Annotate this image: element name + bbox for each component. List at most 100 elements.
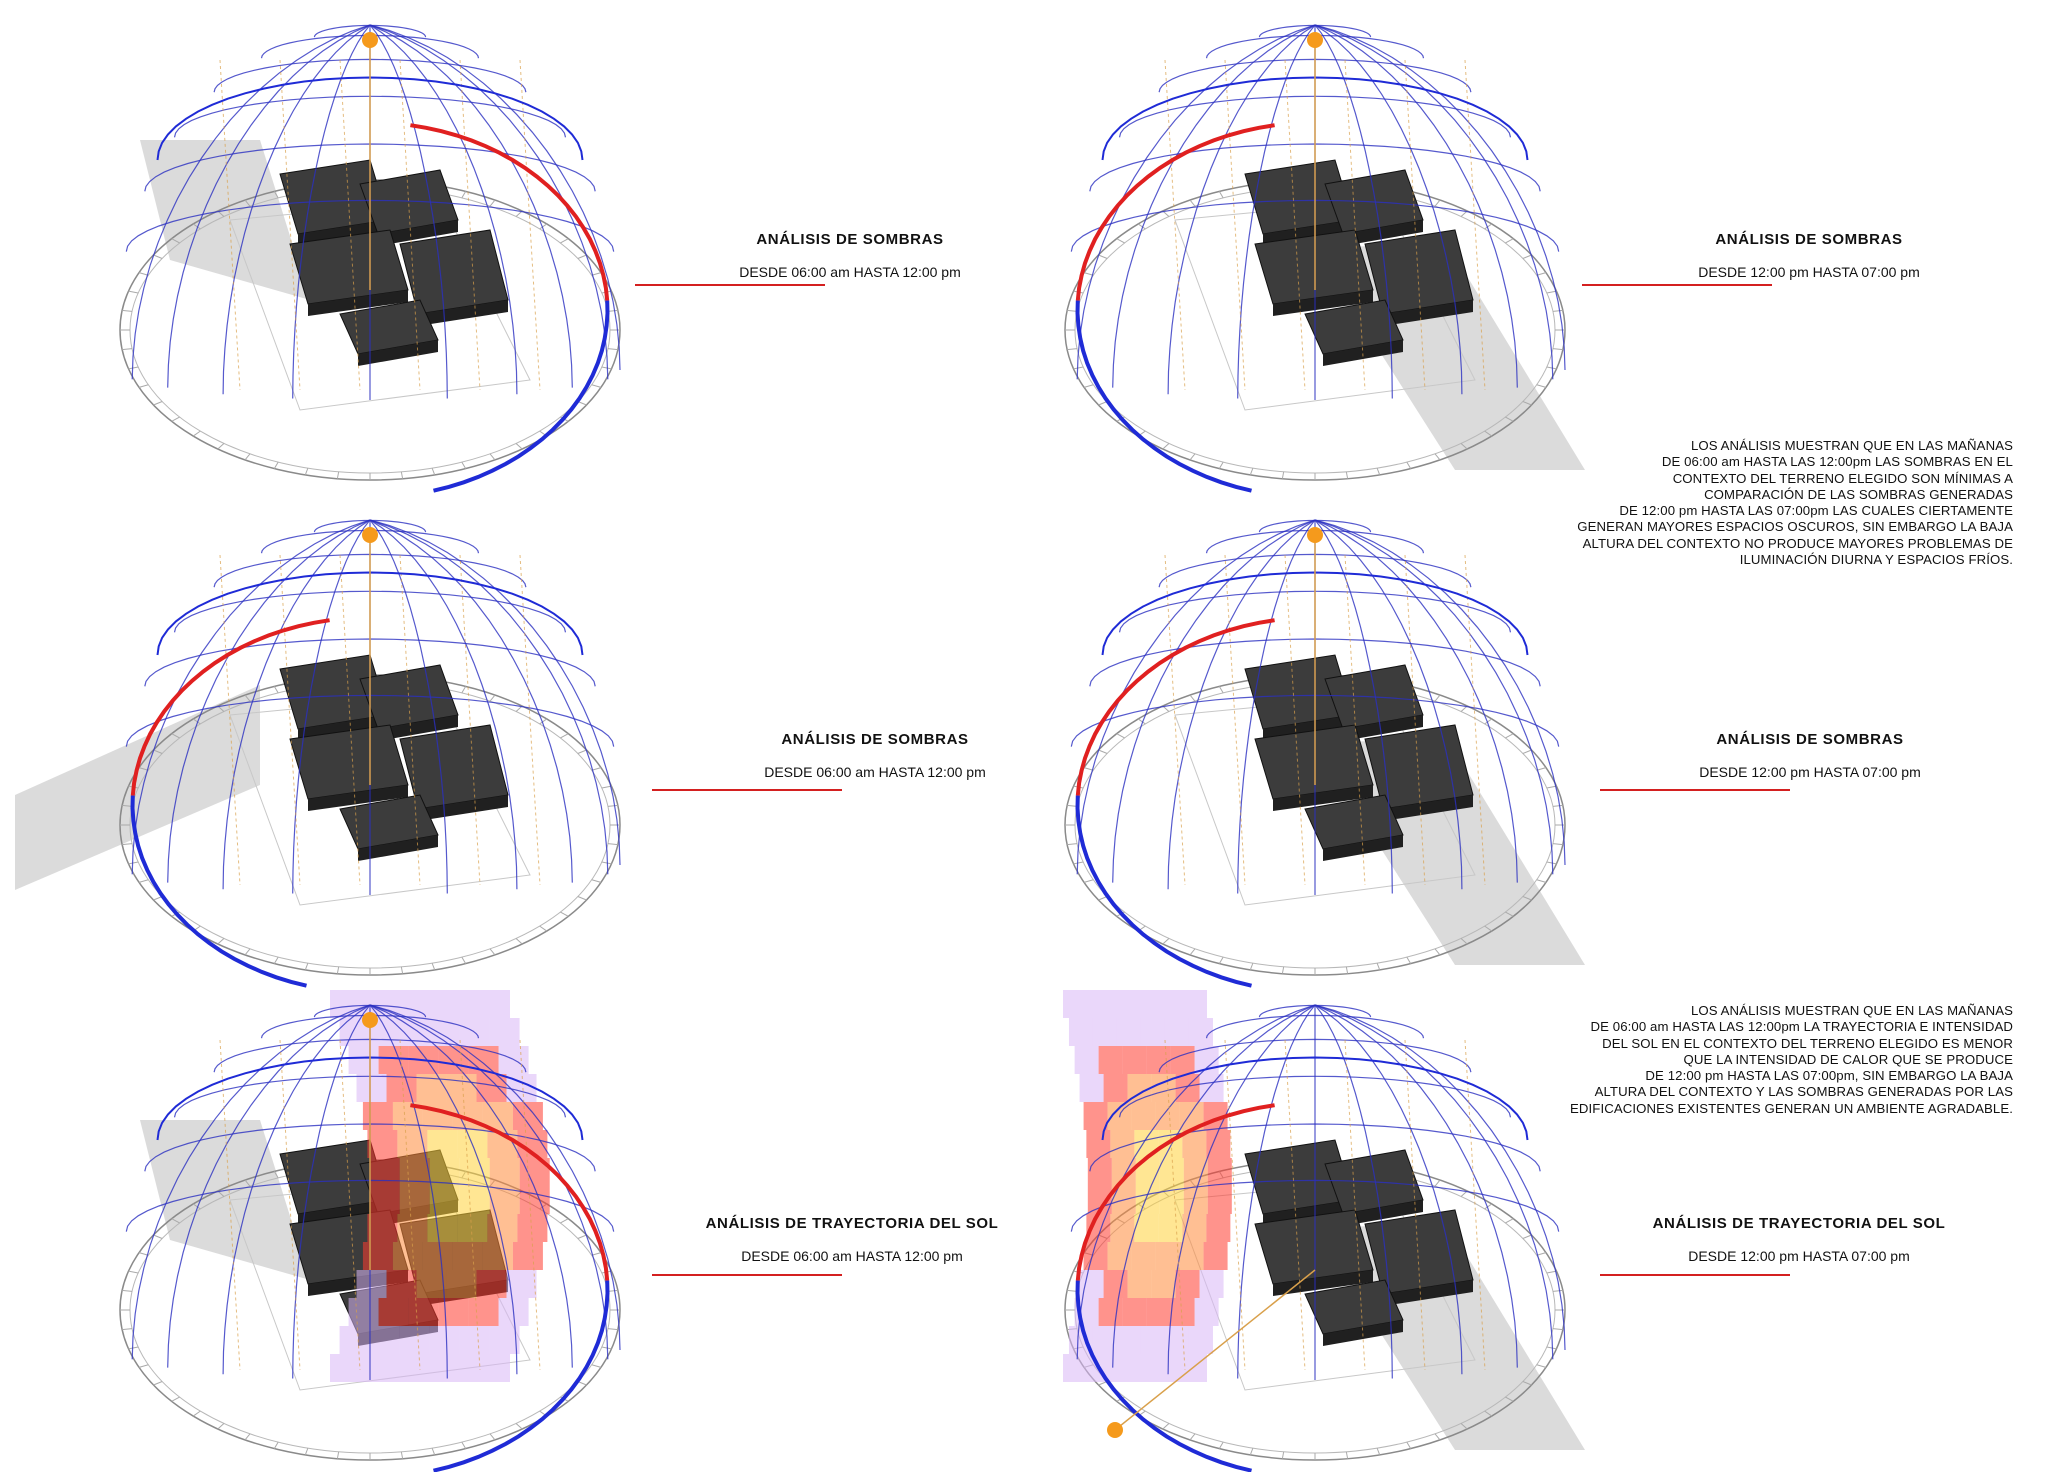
- building-side: [358, 835, 438, 861]
- building-block: [399, 724, 509, 821]
- building-side: [1383, 795, 1473, 821]
- ground-tick: [1067, 309, 1078, 312]
- ground-tick: [244, 199, 251, 207]
- ground-tick: [171, 733, 180, 739]
- ground-tick: [1218, 686, 1224, 694]
- ground-tick: [1345, 966, 1349, 974]
- building-side: [1273, 785, 1373, 811]
- radiation-cell: [360, 990, 390, 1018]
- dome-meridian: [369, 1004, 621, 1351]
- dome-meridian: [1314, 1004, 1463, 1375]
- dome-meridian: [1076, 24, 1316, 380]
- dome-meridian: [1112, 24, 1316, 388]
- building-block: [399, 229, 509, 326]
- sun-hour-line: [519, 59, 541, 391]
- building-side: [358, 340, 438, 366]
- radiation-cell: [1206, 1130, 1231, 1158]
- ground-tick: [1067, 843, 1078, 846]
- radiation-cell: [1159, 1354, 1183, 1382]
- building-side: [308, 290, 408, 316]
- ground-tick: [1067, 348, 1078, 351]
- ground-tick: [400, 471, 404, 479]
- ground-tick: [244, 1433, 251, 1441]
- dome-parallel: [1258, 24, 1372, 38]
- shadow-area: [140, 140, 310, 300]
- radiation-cell: [1151, 1270, 1176, 1298]
- sun-hour-line: [519, 1039, 541, 1371]
- dome-meridian: [167, 519, 371, 883]
- radiation-cell: [356, 1074, 387, 1102]
- radiation-cell: [468, 1298, 499, 1326]
- ground-tick: [128, 861, 139, 865]
- ground-tick: [153, 896, 163, 901]
- ground-tick: [1098, 896, 1108, 901]
- dome-meridian: [369, 24, 518, 395]
- sun-path-top: [1101, 1056, 1529, 1141]
- note-line: GENERAN MAYORES ESPACIOS OSCUROS, SIN EM…: [1577, 519, 2013, 535]
- dome-meridian: [222, 24, 371, 395]
- ground-tick: [539, 223, 548, 230]
- ground-tick: [560, 733, 569, 739]
- ground-tick: [591, 272, 602, 276]
- ground-tick: [431, 467, 436, 476]
- radiation-cell: [427, 1214, 458, 1242]
- ground-tick: [138, 767, 149, 771]
- radiation-cell: [422, 1242, 453, 1270]
- ground-tick: [1281, 471, 1285, 479]
- sun-hour-line: [399, 59, 421, 391]
- radiation-cell: [512, 1242, 543, 1270]
- ground-tick: [400, 966, 404, 974]
- sun-diagram-5: [110, 980, 670, 1472]
- panel-title: ANÁLISIS DE SOMBRAS: [756, 231, 944, 248]
- ground-tick: [601, 785, 612, 789]
- sun-hour-line: [219, 554, 241, 886]
- ground-tick: [1376, 962, 1381, 971]
- ground-tick: [1406, 1441, 1412, 1449]
- ground-tick: [1162, 1423, 1170, 1430]
- panel-title: ANÁLISIS DE SOMBRAS: [1716, 731, 1904, 748]
- ground-tick: [192, 1410, 201, 1417]
- sun-hour-line: [1224, 1039, 1246, 1371]
- ground-tick: [577, 401, 587, 406]
- radiation-cell: [1122, 1046, 1147, 1074]
- dome-meridian: [1237, 1004, 1316, 1379]
- dome-meridian: [1314, 519, 1566, 866]
- accent-line: [635, 284, 825, 286]
- radiation-cell: [1207, 1158, 1232, 1186]
- radiation-cell: [1183, 990, 1207, 1018]
- ground-tick: [577, 896, 587, 901]
- dome-meridian: [1112, 1004, 1316, 1368]
- dome-meridian: [1314, 1004, 1554, 1360]
- sun-icon: [1307, 32, 1323, 48]
- radiation-cell: [397, 1214, 428, 1242]
- ground-tick: [1116, 733, 1125, 739]
- ground-tick: [591, 879, 602, 883]
- ground-tick: [171, 416, 180, 422]
- radiation-cell: [1135, 1186, 1160, 1214]
- building-side: [1273, 1270, 1373, 1296]
- ground-tick: [171, 1218, 180, 1224]
- ground-tick: [1434, 199, 1441, 207]
- ground-tick: [601, 1346, 612, 1350]
- ground-tick: [1536, 1364, 1547, 1368]
- panel-subtitle: DESDE 06:00 am HASTA 12:00 pm: [764, 764, 986, 780]
- ground-tick: [1137, 718, 1146, 725]
- radiation-cell: [1203, 1242, 1228, 1270]
- ground-tick: [1546, 366, 1557, 370]
- ground-tick: [122, 804, 133, 807]
- radiation-cell: [487, 1214, 518, 1242]
- ground-tick: [1552, 1289, 1563, 1292]
- ground-tick: [192, 430, 201, 437]
- radiation-cell: [1063, 1354, 1087, 1382]
- ground-tick: [461, 686, 467, 694]
- sun-path-red: [410, 123, 610, 301]
- sun-icon: [362, 32, 378, 48]
- dome-parallel: [313, 1004, 427, 1018]
- ground-tick: [1067, 804, 1078, 807]
- radiation-cell: [397, 1130, 428, 1158]
- sun-hour-line: [339, 59, 361, 391]
- dome-meridian: [1314, 519, 1393, 894]
- dome-parallel: [1158, 1038, 1472, 1073]
- panel-subtitle: DESDE 12:00 pm HASTA 07:00 pm: [1699, 764, 1921, 780]
- sky-dome-diagram: [1063, 990, 1585, 1472]
